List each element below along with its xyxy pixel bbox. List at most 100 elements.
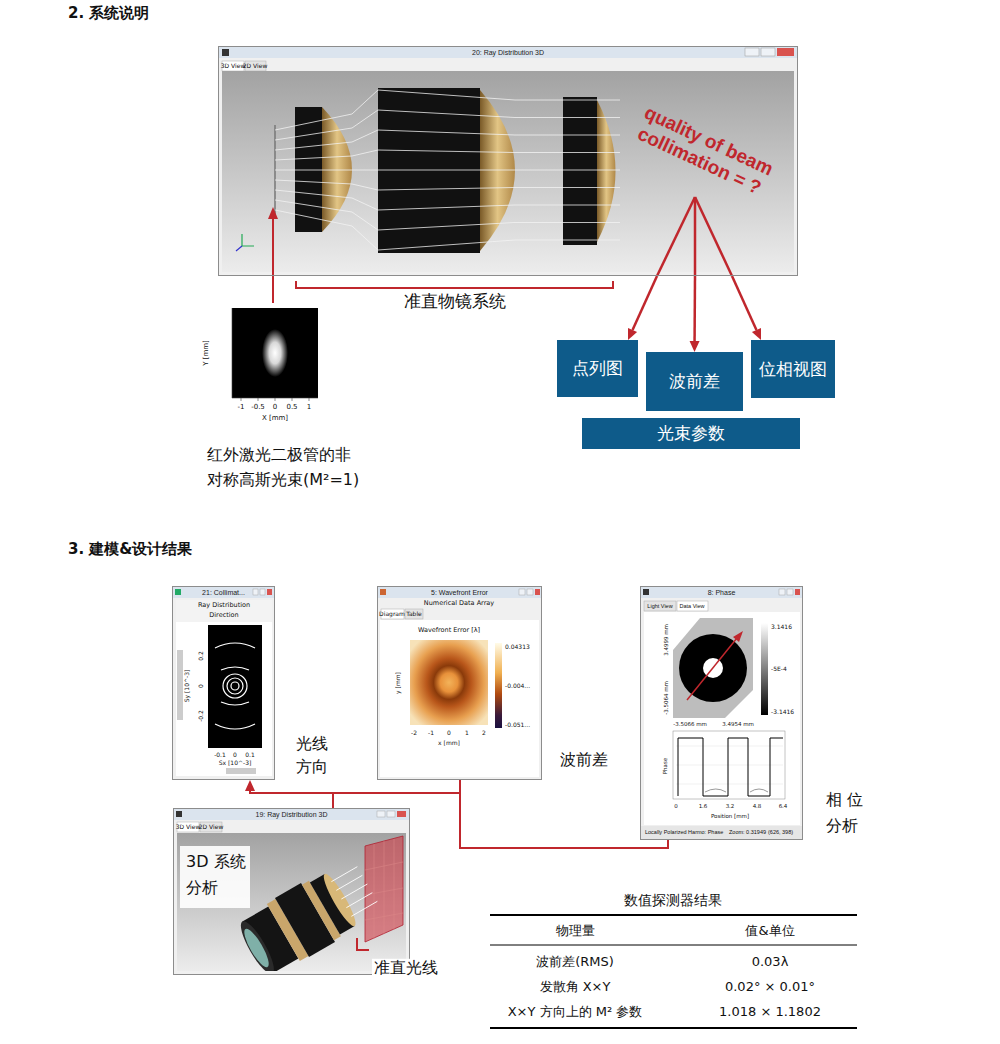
text-label: 相 位 分析 xyxy=(826,787,868,838)
text-label: 2D View xyxy=(199,824,224,831)
window-frame xyxy=(640,586,803,840)
process-box: 点列图 xyxy=(557,340,638,397)
text-label: 2 xyxy=(482,730,486,737)
text-label: 0 xyxy=(273,403,277,411)
text-label: Light View xyxy=(647,603,672,609)
text-label: -2 xyxy=(411,730,417,737)
text-label: 物理量 xyxy=(556,924,595,939)
text-label: Zoom: 0.31949 xyxy=(729,829,766,835)
callout-question: quality of beam collimation = ? xyxy=(622,97,785,204)
window-frame xyxy=(218,46,798,276)
text-label: 数值探测器结果 xyxy=(624,892,722,908)
software-window: 20: Ray Distribution 3D quality of beam c… xyxy=(218,46,798,276)
system-bracket xyxy=(296,281,613,288)
text-label: X [mm] xyxy=(262,414,288,422)
connector xyxy=(333,793,668,848)
text-label: 3.4954 mm xyxy=(722,721,754,727)
text-label: -0.004... xyxy=(505,683,530,690)
text-label: 0 xyxy=(233,752,237,759)
text-label: 3D 系统分析 xyxy=(186,849,258,900)
connector xyxy=(690,276,700,352)
text-label: 3. 建模&设计结果 xyxy=(68,541,192,558)
text-label: 2D View xyxy=(243,63,268,70)
text-label: Locally Polarized Harmo: Phase xyxy=(645,829,723,835)
box-label: 位相视图 xyxy=(759,359,827,379)
text-label: 准直光线 xyxy=(372,959,440,977)
text-label: 1 xyxy=(307,403,311,411)
text-label: -1 xyxy=(238,403,245,411)
text-label: 发散角 X×Y xyxy=(540,980,611,995)
process-box: 波前差 xyxy=(646,352,743,411)
text-label: Diagram xyxy=(379,611,405,618)
text-label: 0.04313 xyxy=(505,644,530,651)
text-label: 红外激光二极管的非对称高斯光束(M²=1) xyxy=(207,443,363,493)
text-label: X×Y 方向上的 M² 参数 xyxy=(508,1005,643,1020)
window-title: 20: Ray Distribution 3D xyxy=(219,47,797,58)
callout-lines xyxy=(657,197,732,276)
text-label: 1.018 × 1.1802 xyxy=(719,1005,821,1020)
connector xyxy=(732,276,761,340)
text-label: 1.6 xyxy=(699,803,708,809)
box-label: 波前差 xyxy=(669,371,720,391)
box-label: 点列图 xyxy=(572,358,623,378)
arrowhead xyxy=(245,780,255,791)
text-label: Wavefront Error [λ] xyxy=(418,627,480,634)
text-label: 0.2 xyxy=(198,651,205,661)
lens-system xyxy=(236,88,620,253)
window-title: 19: Ray Distribution 3D xyxy=(174,809,409,820)
text-label: 6.4 xyxy=(779,803,788,809)
text-label: Numerical Data Array xyxy=(424,600,494,607)
window-title: 5: Wavefront Error xyxy=(378,587,541,598)
text-label: 0.5 xyxy=(286,403,297,411)
text-label: 0.1 xyxy=(245,752,255,759)
text-label: 1 xyxy=(465,730,469,737)
text-label: -0.2 xyxy=(198,710,205,722)
window-frame xyxy=(173,808,410,981)
text-label: Ray Distribution xyxy=(198,602,250,609)
text-label: -0.051... xyxy=(505,722,530,729)
text-label: -5E-4 xyxy=(771,666,787,673)
text-label: -3.1416 xyxy=(771,709,794,716)
connector xyxy=(628,276,657,340)
text-label: Sx [10^-3] xyxy=(219,760,252,767)
window-title: 8: Phase xyxy=(641,587,802,598)
text-label: 波前差 xyxy=(560,751,608,769)
text-label: 值&单位 xyxy=(745,924,794,939)
text-label: 3.1416 xyxy=(771,624,792,631)
text-label: 0 xyxy=(198,684,205,688)
text-label: 0 xyxy=(674,803,678,809)
text-label: -0.5 xyxy=(251,403,265,411)
table-rules xyxy=(490,915,857,1028)
connector-line xyxy=(732,276,756,330)
process-box: 光束参数 xyxy=(582,418,800,449)
text-label: y [mm] xyxy=(395,672,402,694)
text-label: Position [mm] xyxy=(711,813,749,819)
text-label: Direction xyxy=(209,612,238,619)
text-label: 4.8 xyxy=(753,803,762,809)
arrowhead xyxy=(628,328,637,340)
connector-line xyxy=(250,791,333,808)
connector xyxy=(245,780,333,808)
text-label: 准直物镜系统 xyxy=(404,292,506,312)
text-label: Data View xyxy=(680,603,705,609)
box-label: 光束参数 xyxy=(657,423,725,443)
text-label: 3.4999 mm xyxy=(663,624,669,656)
text-label: 0.02° × 0.01° xyxy=(725,980,815,995)
text-label: Y [mm] xyxy=(202,340,210,366)
text-label: 3.2 xyxy=(726,803,735,809)
text-label: x [mm] xyxy=(438,740,460,747)
text-label: -1 xyxy=(428,730,434,737)
window-frame xyxy=(172,586,275,780)
window-title: 21: Collimat... xyxy=(173,587,274,598)
text-label: 光线 方向 xyxy=(296,732,330,778)
text-label: -3.5064 mm xyxy=(663,681,669,715)
text-label: 2. 系统说明 xyxy=(68,5,149,22)
text-label: 3D View xyxy=(176,824,201,831)
process-box: 位相视图 xyxy=(751,340,835,398)
window-frame xyxy=(377,586,542,780)
text-label: -0.1 xyxy=(214,752,226,759)
text-label: -3.5066 mm xyxy=(673,721,707,727)
